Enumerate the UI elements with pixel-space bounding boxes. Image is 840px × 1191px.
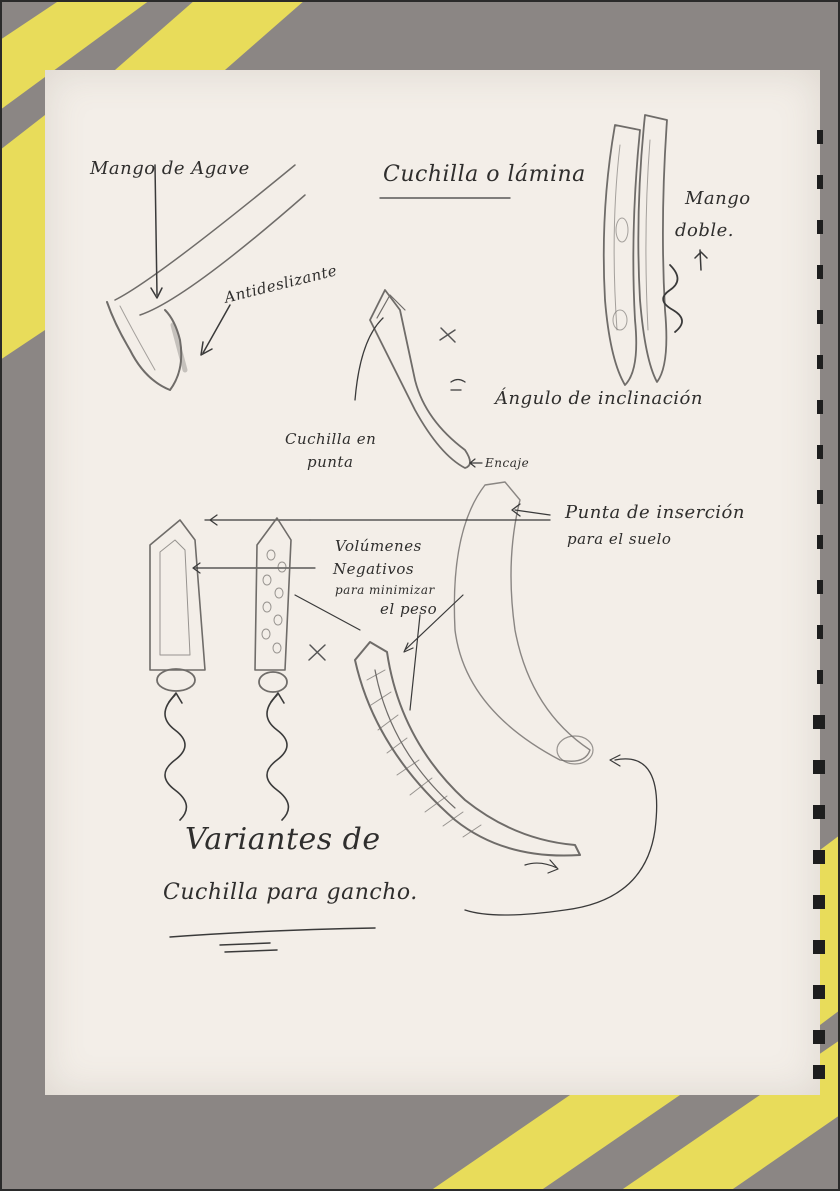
label-volumenes-2: Negativos [333, 560, 414, 578]
label-cuchilla-lamina: Cuchilla o lámina [383, 162, 586, 187]
label-mango-agave: Mango de Agave [90, 158, 250, 179]
label-mango-doble-2: doble. [675, 220, 734, 241]
title-underlines [170, 928, 375, 952]
large-curved-blade-drawing [205, 482, 593, 764]
label-encaje: Encaje [485, 456, 529, 470]
squiggle-arrows [165, 693, 288, 820]
spiral-binding [805, 130, 835, 1080]
label-cuchilla-punta-2: punta [307, 453, 353, 471]
label-cuchilla-punta-1: Cuchilla en [285, 430, 376, 448]
label-volumenes-4: el peso [380, 600, 437, 618]
label-variantes-2: Cuchilla para gancho. [163, 880, 418, 905]
label-angulo: Ángulo de inclinación [495, 388, 703, 409]
hook-blade-drawing [355, 595, 657, 915]
sketchbook-sheet: Mango de Agave Antideslizante Cuchilla o… [45, 70, 820, 1095]
double-handle-drawing [380, 115, 707, 385]
label-mango-doble-1: Mango [685, 188, 751, 209]
label-punta-insercion-2: para el suelo [567, 530, 671, 548]
label-volumenes-3: para minimizar [335, 583, 435, 597]
label-variantes-1: Variantes de [185, 822, 381, 857]
label-volumenes-1: Volúmenes [335, 537, 422, 555]
label-punta-insercion-1: Punta de inserción [565, 502, 745, 523]
